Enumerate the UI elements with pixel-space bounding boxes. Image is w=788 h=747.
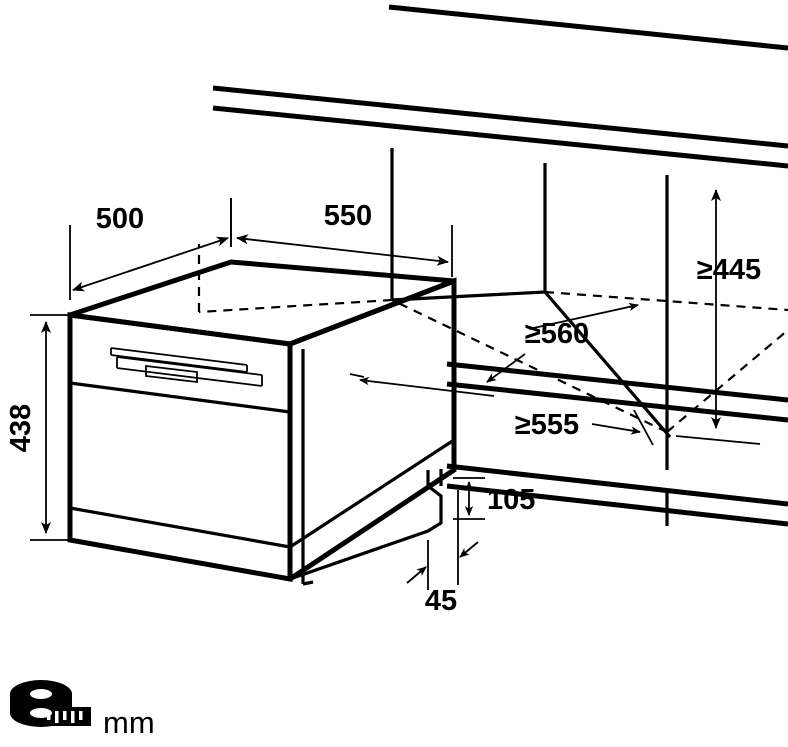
door-handle (110, 347, 263, 387)
dimension-445-label: ≥445 (697, 254, 761, 286)
dimension-45-label: 45 (425, 585, 457, 617)
tape-measure-icon (10, 680, 91, 727)
dimension-560-label: ≥560 (525, 318, 589, 350)
plinth-notch (289, 469, 443, 581)
dimension-105: 105 (453, 477, 535, 520)
dimension-555: ≥555 (349, 373, 654, 446)
dimension-550: 550 (230, 198, 453, 277)
dimension-45: 45 (406, 490, 479, 617)
dimension-555-label: ≥555 (515, 409, 579, 441)
dimension-500-label: 500 (96, 203, 144, 235)
dimension-438-label: 438 (5, 404, 37, 452)
dimension-500: 500 (69, 198, 232, 300)
dimension-445: ≥445 (675, 189, 761, 445)
worktop-upper-edge (388, 4, 788, 51)
dimension-438: 438 (5, 314, 78, 541)
dishwasher-appliance (67, 259, 457, 586)
unit-label: mm (103, 705, 155, 740)
unit-legend: mm (10, 680, 155, 740)
worktop-front-slab (212, 85, 788, 169)
dimension-560: ≥560 (486, 302, 639, 383)
dimension-550-label: 550 (324, 200, 372, 232)
dimension-105-label: 105 (487, 484, 535, 516)
